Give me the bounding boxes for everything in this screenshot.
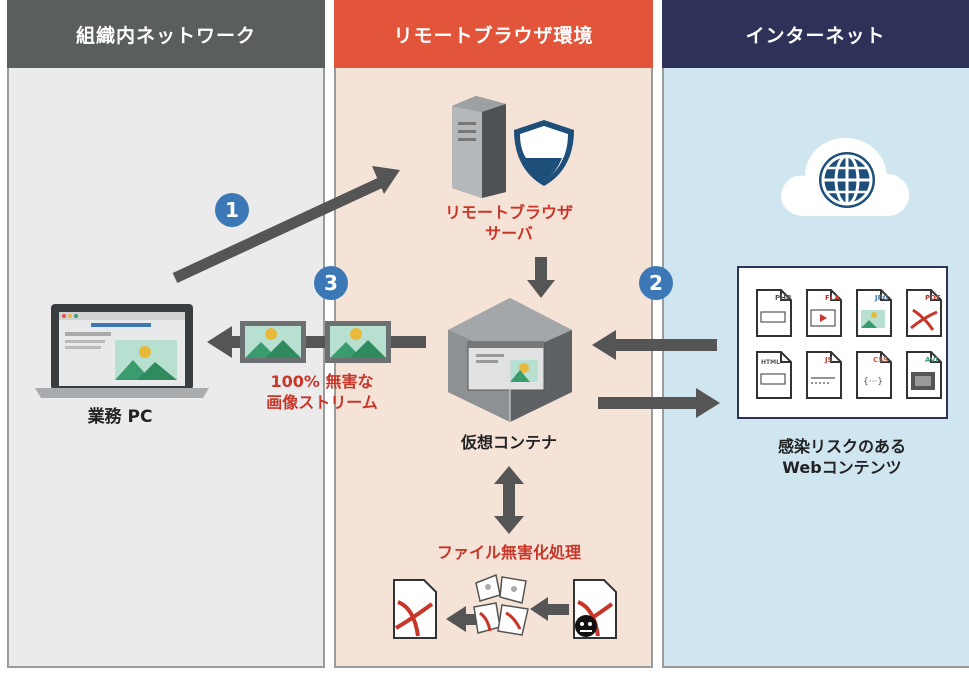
file-icon-pdf: PDF bbox=[906, 289, 942, 337]
step-badge-3: 3 bbox=[314, 266, 348, 300]
image-icon bbox=[240, 321, 306, 363]
malware-icon bbox=[575, 615, 597, 637]
clean-file-icon bbox=[393, 579, 437, 639]
infected-file-icon bbox=[573, 579, 617, 639]
container-cube-icon bbox=[448, 298, 572, 422]
arrow-internet-to-container bbox=[592, 330, 717, 360]
stream-label-line2: 画像ストリーム bbox=[266, 392, 378, 412]
remote-browser-header: リモートブラウザ環境 bbox=[334, 0, 653, 68]
svg-text:JS: JS bbox=[824, 356, 833, 364]
risk-label-line2: Webコンテンツ bbox=[782, 457, 902, 477]
shield-icon bbox=[514, 120, 574, 186]
server-label-line1: リモートブラウザ bbox=[444, 203, 573, 222]
svg-text:CSS: CSS bbox=[873, 356, 888, 364]
svg-text:HTML: HTML bbox=[761, 359, 780, 366]
arrow-sanitize-flow bbox=[446, 597, 569, 632]
arrow-container-sanitize bbox=[494, 466, 524, 534]
file-icon-html: HTML bbox=[756, 351, 792, 399]
file-icon-js: JS bbox=[806, 351, 842, 399]
file-icon-jpg: JPG bbox=[856, 289, 892, 337]
arrow-server-to-container bbox=[527, 257, 555, 298]
file-icon-fla: FLA bbox=[806, 289, 842, 337]
stream-label: 100% 無害な 画像ストリーム bbox=[238, 372, 406, 414]
pc-label: 業務 PC bbox=[87, 407, 153, 427]
image-icon bbox=[325, 321, 391, 363]
sanitize-label: ファイル無害化処理 bbox=[436, 543, 581, 562]
server-label: リモートブラウザ サーバ bbox=[434, 203, 584, 245]
globe-cloud-icon bbox=[781, 137, 910, 216]
server-icon bbox=[452, 96, 506, 198]
internal-network-header: 組織内ネットワーク bbox=[7, 0, 325, 68]
web-content-box: PHP FLA JPG PDF HTML JS {···} bbox=[737, 266, 948, 419]
shredded-file-icon bbox=[473, 573, 529, 636]
server-label-line2: サーバ bbox=[485, 223, 533, 243]
svg-text:JPG: JPG bbox=[874, 294, 889, 302]
risk-label: 感染リスクのある Webコンテンツ bbox=[752, 437, 932, 479]
internet-header: インターネット bbox=[662, 0, 969, 68]
file-icon-avi: AVI bbox=[906, 351, 942, 399]
svg-text:PHP: PHP bbox=[775, 294, 791, 302]
file-icons-grid: PHP FLA JPG PDF HTML JS {···} bbox=[756, 289, 942, 399]
stream-label-line1: 100% 無害な bbox=[270, 372, 374, 391]
file-icon-php: PHP bbox=[756, 289, 792, 337]
arrow-container-to-internet bbox=[598, 388, 720, 418]
risk-label-line1: 感染リスクのある bbox=[777, 437, 906, 456]
container-label: 仮想コンテナ bbox=[460, 433, 557, 452]
laptop-icon bbox=[35, 304, 209, 398]
svg-text:PDF: PDF bbox=[925, 294, 941, 302]
arrow-pc-to-server bbox=[172, 166, 400, 283]
step-badge-1: 1 bbox=[215, 193, 249, 227]
svg-text:{···}: {···} bbox=[863, 377, 883, 387]
step-badge-2: 2 bbox=[639, 266, 673, 300]
svg-text:FLA: FLA bbox=[825, 294, 840, 302]
file-icon-css: {···} CSS bbox=[856, 351, 892, 399]
svg-text:AVI: AVI bbox=[925, 356, 938, 364]
